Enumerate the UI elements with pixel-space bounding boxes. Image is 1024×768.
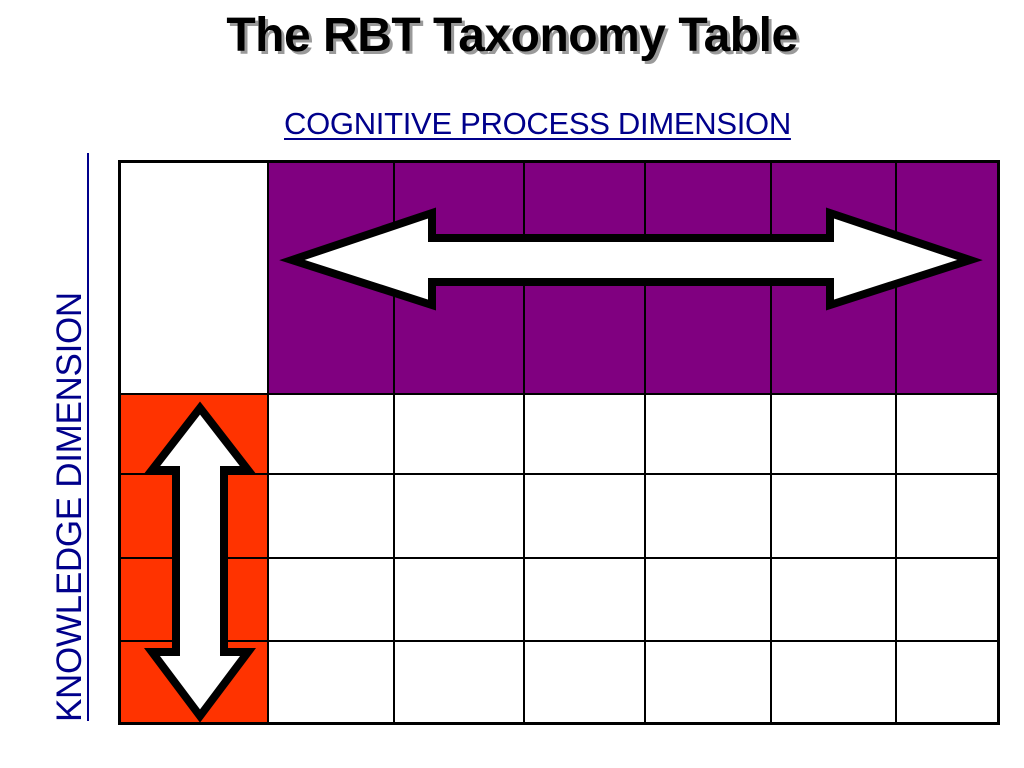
table-header-cognitive-processes (268, 162, 997, 394)
grid-line-vertical (895, 162, 897, 723)
grid-line-horizontal (120, 393, 997, 395)
table-border-bottom (118, 722, 1000, 725)
grid-line-vertical (644, 162, 646, 723)
table-border-left (118, 160, 121, 725)
table-corner-cell (120, 162, 268, 394)
grid-line-vertical (393, 162, 395, 723)
grid-line-horizontal (120, 640, 997, 642)
grid-line-horizontal (120, 473, 997, 475)
cognitive-process-dimension-label: COGNITIVE PROCESS DIMENSION (284, 106, 791, 141)
grid-line-vertical (770, 162, 772, 723)
grid-line-vertical (267, 162, 269, 723)
slide-title: The RBT Taxonomy Table (226, 9, 798, 62)
grid-line-vertical (523, 162, 525, 723)
grid-line-horizontal (120, 557, 997, 559)
table-border-top (118, 160, 1000, 163)
knowledge-dimension-underline (87, 153, 89, 721)
table-border-right (997, 160, 1000, 725)
knowledge-dimension-label: KNOWLEDGE DIMENSION (50, 292, 89, 722)
